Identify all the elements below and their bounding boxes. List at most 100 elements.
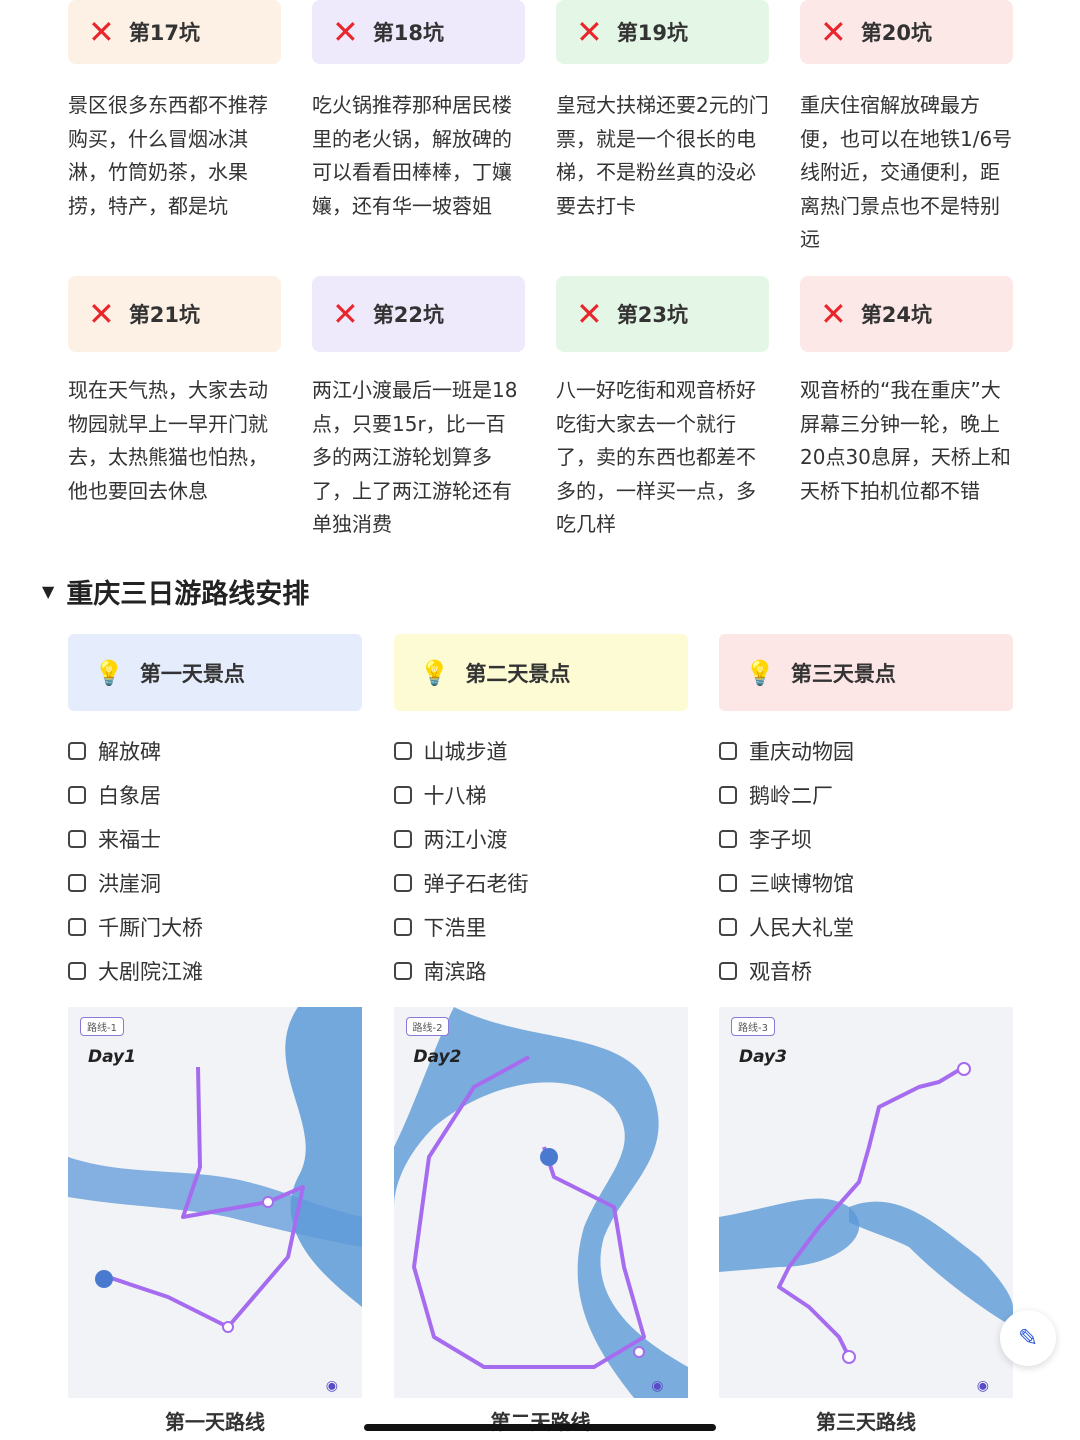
pit-title: 第24坑 [860,303,933,327]
checklist-item[interactable]: 三峡博物馆 [719,861,1013,905]
checklist-item[interactable]: 李子坝 [719,817,1013,861]
pit-header: ✕ 第20坑 [800,0,1013,64]
pit-card: ✕ 第18坑 吃火锅推荐那种居民楼里的老火锅，解放碑的可以看看田棒棒，丁孃孃，还… [312,0,525,257]
checklist-label: 弹子石老街 [423,872,529,896]
checkbox[interactable] [393,830,412,848]
pit-title: 第18坑 [372,21,445,45]
checklist-item[interactable]: 重庆动物园 [719,729,1013,773]
pit-text: 重庆住宿解放碑最方便，也可以在地铁1/6号线附近，交通便利，距离热门景点也不是特… [800,93,1013,252]
home-indicator[interactable] [364,1424,716,1431]
cross-icon: ✕ [576,13,603,51]
checklist-label: 大剧院江滩 [98,960,203,984]
pit-text: 景区很多东西都不推荐购买，什么冒烟冰淇淋，竹筒奶茶，水果捞，特产，都是坑 [68,93,268,218]
pit-card: ✕ 第22坑 两江小渡最后一班是18点，只要15r，比一百多的两江游轮划算多了，… [312,276,525,542]
route-map-image[interactable]: 路线-3 Day3 ◉ [719,1007,1013,1398]
cross-icon: ✕ [88,295,115,333]
checklist-label: 白象居 [98,784,161,808]
checkbox[interactable] [719,874,737,892]
route-map-image[interactable]: 路线-1 Day1 ◉ [68,1007,362,1398]
cross-icon: ✕ [576,295,603,333]
day-tag: Day3 [739,1047,787,1067]
collapse-triangle-icon[interactable]: ▼ [42,582,55,601]
pits-row-1: ✕ 第17坑 景区很多东西都不推荐购买，什么冒烟冰淇淋，竹筒奶茶，水果捞，特产，… [68,0,1013,257]
checkbox[interactable] [68,830,86,848]
pit-title: 第23坑 [616,303,689,327]
checklist-label: 人民大礼堂 [749,916,854,940]
checkbox[interactable] [393,962,412,980]
pit-card: ✕ 第24坑 观音桥的“我在重庆”大屏幕三分钟一轮，晚上20点30息屏，天桥上和… [800,276,1013,542]
pit-header: ✕ 第21坑 [68,276,281,352]
checklist-item[interactable]: 解放碑 [68,729,362,773]
edit-button[interactable]: ✎ [1000,1310,1056,1366]
checklist-item[interactable]: 下浩里 [393,905,688,949]
route-tag: 路线-3 [731,1017,775,1036]
pit-text: 皇冠大扶梯还要2元的门票，就是一个很长的电梯，不是粉丝真的没必要去打卡 [556,93,769,218]
bulb-icon: 💡 [419,658,450,687]
pit-card: ✕ 第19坑 皇冠大扶梯还要2元的门票，就是一个很长的电梯，不是粉丝真的没必要去… [556,0,769,257]
checkbox[interactable] [68,918,86,936]
checklist-label: 南滨路 [423,960,487,984]
checklist-label: 千厮门大桥 [98,916,203,940]
checkbox[interactable] [393,742,412,760]
pit-title: 第20坑 [860,21,933,45]
day-header: 💡 第二天景点 [393,634,688,711]
checklist-item[interactable]: 白象居 [68,773,362,817]
checklist-label: 洪崖洞 [98,872,161,896]
checklist: 山城步道 十八梯 两江小渡 弹子石老街 下浩里 南滨路 [393,729,688,993]
pit-header: ✕ 第19坑 [556,0,769,64]
route-map-card: 路线-1 Day1 ◉ 第一天路线 [68,1007,362,1435]
checklist-label: 解放碑 [98,740,161,764]
checkbox[interactable] [393,918,412,936]
checklist-item[interactable]: 两江小渡 [393,817,688,861]
checklist-item[interactable]: 人民大礼堂 [719,905,1013,949]
locate-icon[interactable]: ◉ [651,1378,664,1394]
pit-card: ✕ 第21坑 现在天气热，大家去动物园就早上一早开门就去，太热熊猫也怕热，他也要… [68,276,281,542]
checkbox[interactable] [68,874,86,892]
map-graphic [68,1007,362,1333]
checklist-item[interactable]: 十八梯 [393,773,688,817]
map-caption: 第三天路线 [816,1410,916,1434]
checkbox[interactable] [719,830,737,848]
checklist-item[interactable]: 南滨路 [393,949,688,993]
pit-text: 现在天气热，大家去动物园就早上一早开门就去，太热熊猫也怕热，他也要回去休息 [68,378,268,503]
map-graphic [393,1007,688,1398]
section-heading[interactable]: ▼ 重庆三日游路线安排 [42,572,309,611]
map-graphic [719,1062,1013,1364]
section-title-text: 重庆三日游路线安排 [66,579,310,610]
pit-title: 第17坑 [128,21,201,45]
checklist-item[interactable]: 来福士 [68,817,362,861]
checkbox[interactable] [719,786,737,804]
cross-icon: ✕ [332,13,359,51]
pit-header: ✕ 第17坑 [68,0,281,64]
checkbox[interactable] [68,962,86,980]
day-columns: 💡 第一天景点 解放碑 白象居 来福士 洪崖洞 千厮门大桥 大剧院江滩 💡 第二… [68,634,1013,993]
checklist-item[interactable]: 山城步道 [393,729,688,773]
checkbox[interactable] [68,742,86,760]
bulb-icon: 💡 [94,658,124,687]
checkbox[interactable] [719,962,737,980]
checklist-item[interactable]: 弹子石老街 [393,861,688,905]
checklist-item[interactable]: 观音桥 [719,949,1013,993]
pit-title: 第22坑 [372,303,445,327]
route-maps: 路线-1 Day1 ◉ 第一天路线 路线-2 Day2 ◉ 第二天路线 [68,1007,1013,1435]
pit-title: 第21坑 [128,303,201,327]
checkbox[interactable] [393,874,412,892]
locate-icon[interactable]: ◉ [325,1378,338,1394]
route-map-card: 路线-3 Day3 ◉ 第三天路线 [719,1007,1013,1435]
checklist-item[interactable]: 大剧院江滩 [68,949,362,993]
checkbox[interactable] [68,786,86,804]
pit-title: 第19坑 [616,21,689,45]
checkbox[interactable] [719,918,737,936]
route-map-card: 路线-2 Day2 ◉ 第二天路线 [393,1007,688,1435]
checklist-item[interactable]: 洪崖洞 [68,861,362,905]
checklist-item[interactable]: 鹅岭二厂 [719,773,1013,817]
checklist-label: 两江小渡 [423,828,508,852]
checkbox[interactable] [719,742,737,760]
checkbox[interactable] [393,786,412,804]
checklist-item[interactable]: 千厮门大桥 [68,905,362,949]
route-map-image[interactable]: 路线-2 Day2 ◉ [393,1007,688,1398]
checklist: 重庆动物园 鹅岭二厂 李子坝 三峡博物馆 人民大礼堂 观音桥 [719,729,1013,993]
route-tag: 路线-1 [80,1017,124,1036]
pits-row-2: ✕ 第21坑 现在天气热，大家去动物园就早上一早开门就去，太热熊猫也怕热，他也要… [68,276,1013,542]
locate-icon[interactable]: ◉ [976,1378,989,1394]
